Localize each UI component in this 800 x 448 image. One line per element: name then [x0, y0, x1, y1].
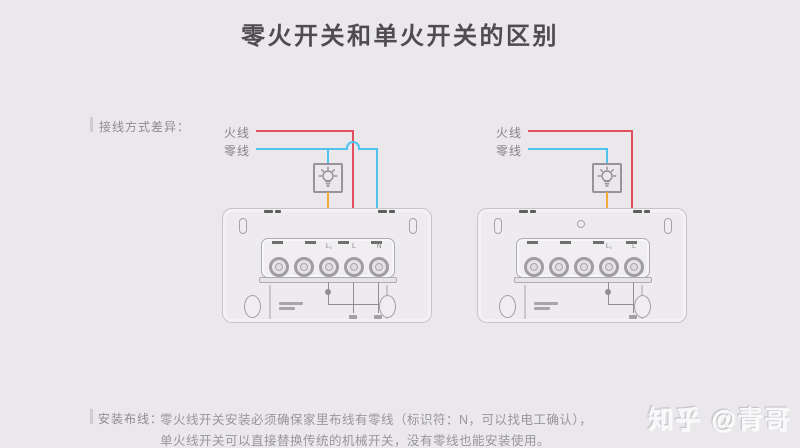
mount-hole — [244, 295, 261, 318]
terminal-label-l1: L₁ — [605, 243, 613, 250]
block-tab — [626, 241, 637, 244]
lamp-box — [313, 163, 343, 193]
block-tab — [272, 241, 283, 244]
mount-slot — [494, 218, 502, 234]
schematic-label — [629, 315, 637, 319]
mount-slot — [239, 218, 247, 234]
terminal-label-l: L — [632, 243, 636, 250]
terminal-label-l: L — [352, 243, 356, 250]
bulb-icon — [597, 166, 617, 187]
switch-panel-right: L₁ L — [477, 208, 687, 323]
block-tab — [560, 241, 571, 244]
terminal-screw — [549, 257, 569, 277]
terminal-screw — [524, 257, 544, 277]
schematic-label — [374, 315, 382, 319]
terminal-label-n: N — [376, 243, 382, 250]
terminal-block-bar — [514, 277, 652, 283]
neutral-wire-horizontal — [528, 148, 608, 150]
mount-tab — [378, 210, 387, 213]
neutral-wire-vertical — [376, 148, 378, 257]
block-tab — [527, 241, 538, 244]
spec-text — [534, 302, 558, 305]
schematic-line — [632, 282, 634, 313]
terminal-screw — [294, 257, 314, 277]
neutral-wire-horizontal-2 — [358, 148, 378, 150]
mount-tab — [389, 210, 395, 213]
mount-tab — [264, 210, 273, 213]
neutral-wire-label: 零线 — [496, 144, 523, 158]
page-title: 零火开关和单火开关的区别 — [241, 23, 559, 50]
mount-hole — [379, 295, 396, 318]
spec-text — [534, 307, 550, 310]
wiring-section-label: 接线方式差异： — [99, 120, 191, 134]
schematic-line — [607, 304, 634, 305]
spec-text — [279, 302, 303, 305]
schematic-contact — [325, 289, 331, 295]
live-wire-label: 火线 — [496, 126, 523, 140]
mount-tab — [519, 210, 528, 213]
mount-tab — [530, 210, 536, 213]
neutral-wire-lamp-stub — [327, 149, 329, 165]
panel-flange — [524, 285, 526, 319]
schematic-line — [377, 282, 379, 313]
block-tab — [593, 241, 604, 244]
install-note-line2: 单火线开关可以直接替换传统的机械开关，没有零线也能安装使用。 — [160, 434, 551, 448]
lamp-box — [592, 163, 622, 193]
terminal-screw — [599, 257, 619, 277]
install-note-line1: 零火线开关安装必须确保家里布线有零线（标识符：N，可以找电工确认）， — [160, 413, 593, 427]
section-bar — [90, 117, 93, 132]
terminal-label-l1: L₁ — [325, 243, 333, 250]
live-wire-vertical — [352, 130, 354, 257]
terminal-screw — [344, 257, 364, 277]
block-tab — [305, 241, 316, 244]
schematic-contact — [605, 289, 611, 295]
terminal-screw — [319, 257, 339, 277]
block-tab — [338, 241, 349, 244]
mount-tab — [633, 210, 642, 213]
watermark: 知乎 @青哥 — [648, 406, 792, 434]
schematic-line — [327, 304, 379, 305]
panel-flange — [269, 285, 271, 319]
schematic-label — [349, 315, 357, 319]
terminal-screw — [269, 257, 289, 277]
mount-slot — [664, 218, 672, 234]
terminal-block: L₁ L N — [261, 238, 395, 278]
schematic-line — [352, 282, 354, 313]
terminal-screw — [624, 257, 644, 277]
block-tab — [371, 241, 382, 244]
terminal-block: L₁ L — [516, 238, 650, 278]
terminal-screw — [369, 257, 389, 277]
neutral-wire-label: 零线 — [224, 144, 251, 158]
terminal-screw — [574, 257, 594, 277]
section-bar — [90, 409, 93, 424]
live-wire-horizontal — [256, 130, 354, 132]
neutral-wire-horizontal-1 — [256, 148, 348, 150]
install-section-label: 安装布线： — [98, 412, 164, 426]
live-wire-label: 火线 — [224, 126, 251, 140]
bulb-icon — [318, 166, 338, 187]
screw-hole — [577, 220, 585, 228]
neutral-wire-lamp-stub — [606, 148, 608, 165]
mount-slot — [409, 218, 417, 234]
mount-tab — [275, 210, 281, 213]
mount-hole — [499, 295, 516, 318]
live-wire-vertical — [631, 130, 633, 257]
neutral-wire-hop — [346, 141, 360, 150]
mount-hole — [634, 295, 651, 318]
mount-tab — [644, 210, 650, 213]
switch-panel-left: L₁ L N — [222, 208, 432, 323]
live-wire-horizontal — [528, 130, 633, 132]
spec-text — [279, 307, 295, 310]
